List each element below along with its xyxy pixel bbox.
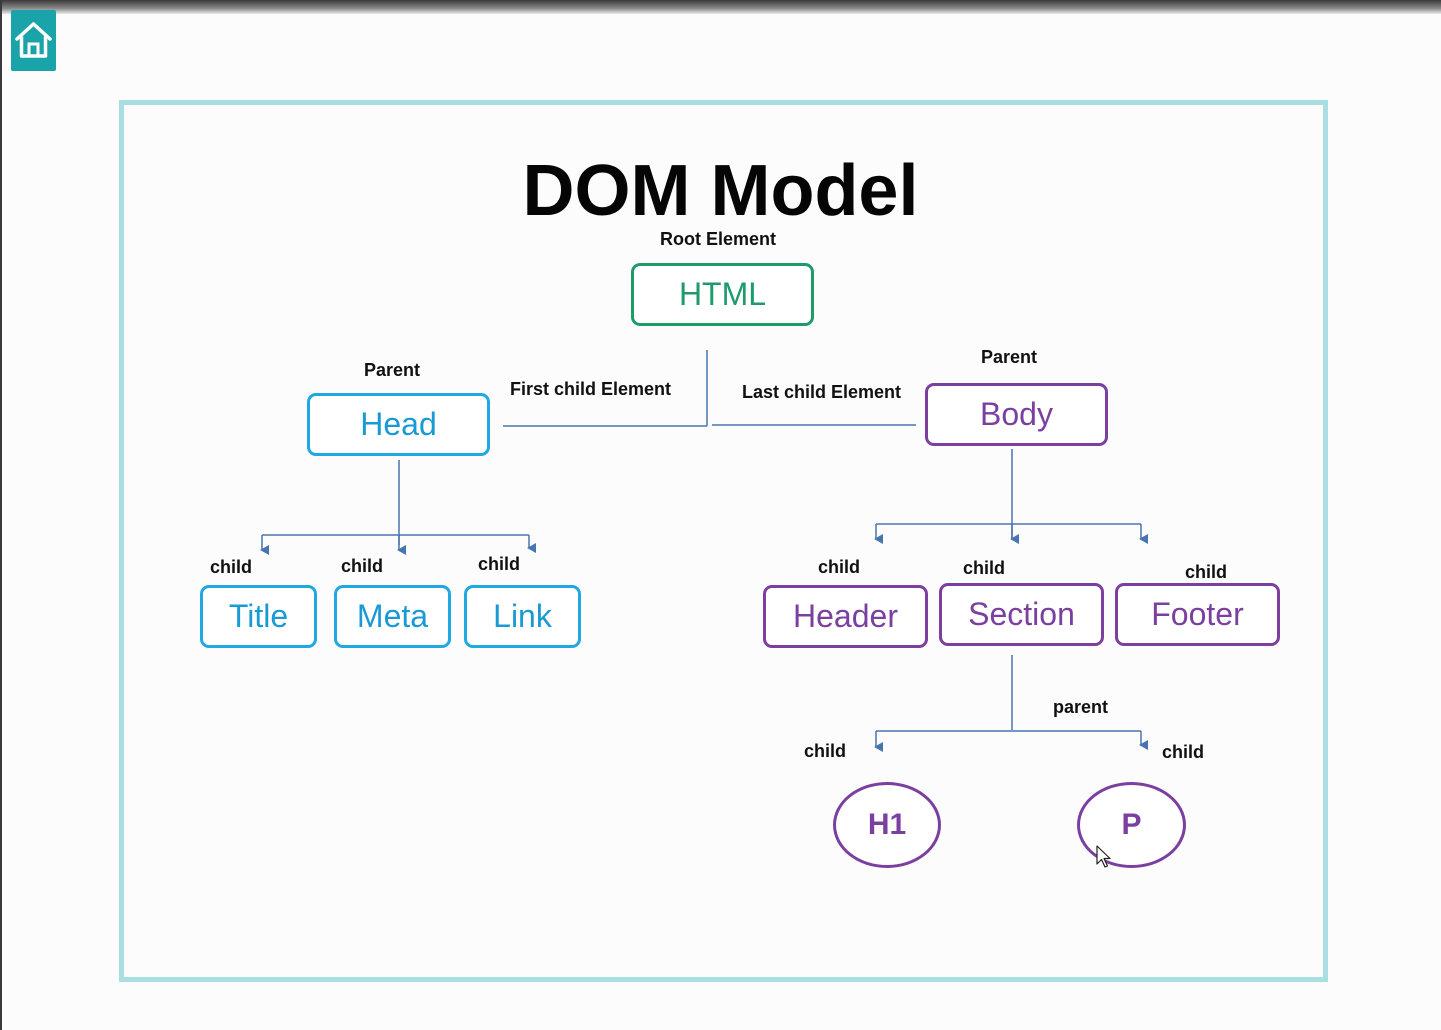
node-head: Head — [307, 393, 490, 456]
root-element-label: Root Element — [660, 229, 777, 249]
head-connector — [262, 460, 529, 545]
child-label-title: child — [210, 557, 253, 577]
home-button[interactable] — [11, 10, 56, 71]
child-label-p: child — [1162, 742, 1205, 762]
child-label-h1: child — [804, 741, 847, 761]
section-connector — [876, 655, 1141, 732]
node-body: Body — [925, 383, 1108, 446]
child-label-header: child — [818, 557, 861, 577]
node-h1: H1 — [833, 782, 941, 868]
parent-label-section: parent — [1053, 697, 1109, 717]
mouse-cursor-icon — [1096, 845, 1111, 868]
parent-label-body: Parent — [981, 347, 1038, 367]
node-footer: Footer — [1115, 583, 1280, 646]
child-label-meta: child — [341, 556, 384, 576]
parent-label-head: Parent — [364, 360, 421, 380]
body-connector — [876, 449, 1141, 538]
window-left-edge — [0, 0, 2, 1030]
child-label-section: child — [963, 558, 1006, 578]
node-section: Section — [939, 583, 1104, 646]
home-icon — [15, 22, 52, 58]
html-connector — [503, 350, 916, 427]
node-link: Link — [464, 585, 581, 648]
node-p: P — [1077, 782, 1186, 868]
window-top-bar — [0, 0, 1441, 14]
last-child-label: Last child Element — [742, 382, 902, 402]
node-header: Header — [763, 585, 928, 648]
slide-frame — [119, 100, 1328, 982]
diagram-title: DOM Model — [522, 151, 919, 231]
node-html: HTML — [631, 263, 814, 326]
first-child-label: First child Element — [510, 379, 672, 399]
child-label-link: child — [478, 554, 521, 574]
node-meta: Meta — [334, 585, 451, 648]
node-title: Title — [200, 585, 317, 648]
child-label-footer: child — [1185, 562, 1228, 582]
